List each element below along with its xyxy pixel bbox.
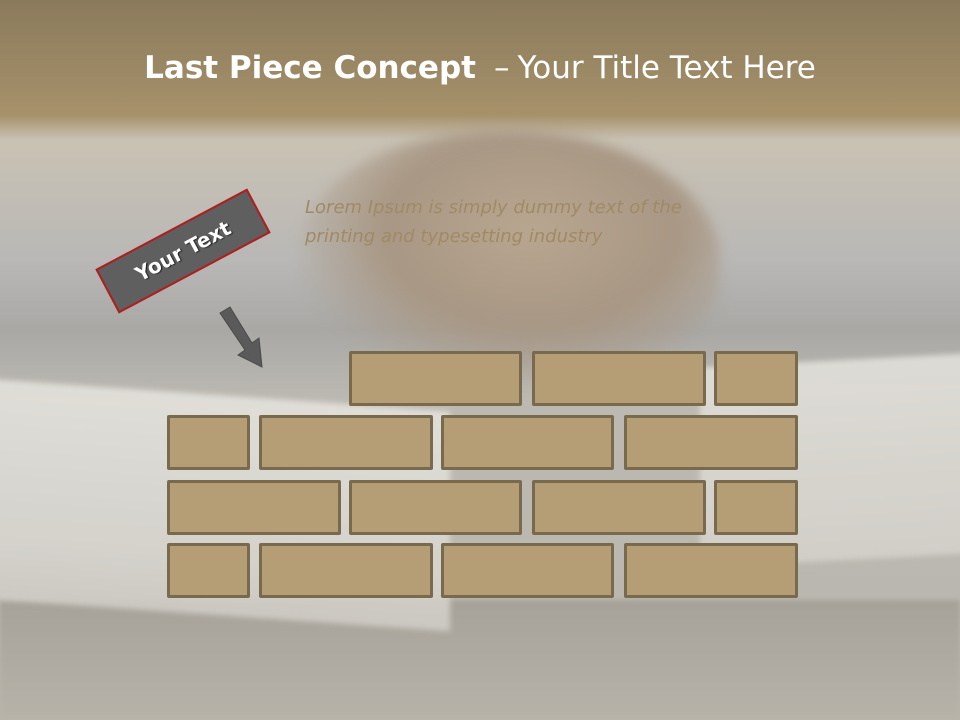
brick xyxy=(624,415,798,470)
brick xyxy=(167,415,250,470)
brick xyxy=(714,351,798,406)
brick xyxy=(441,543,614,598)
title-bold: Last Piece Concept xyxy=(144,50,476,86)
body-text: Lorem Ipsum is simply dummy text of the … xyxy=(305,193,725,251)
brick xyxy=(714,480,798,535)
brick xyxy=(349,480,522,535)
brick xyxy=(349,351,522,406)
title-dash: – xyxy=(493,50,510,86)
slide-title: Last Piece Concept–Your Title Text Here xyxy=(0,50,960,86)
brick xyxy=(532,480,706,535)
title-rest: Your Title Text Here xyxy=(517,50,816,86)
brick xyxy=(167,543,250,598)
body-text-line-1: Lorem Ipsum is simply dummy text of the xyxy=(305,197,682,218)
body-text-line-2: printing and typesetting industry xyxy=(305,226,603,247)
brick xyxy=(624,543,798,598)
brick xyxy=(532,351,706,406)
brick xyxy=(441,415,614,470)
brick xyxy=(259,415,433,470)
down-right-arrow-icon xyxy=(219,306,263,368)
brick xyxy=(167,480,341,535)
brick xyxy=(259,543,433,598)
background-praying-hands xyxy=(300,130,720,380)
background-table xyxy=(0,600,960,720)
